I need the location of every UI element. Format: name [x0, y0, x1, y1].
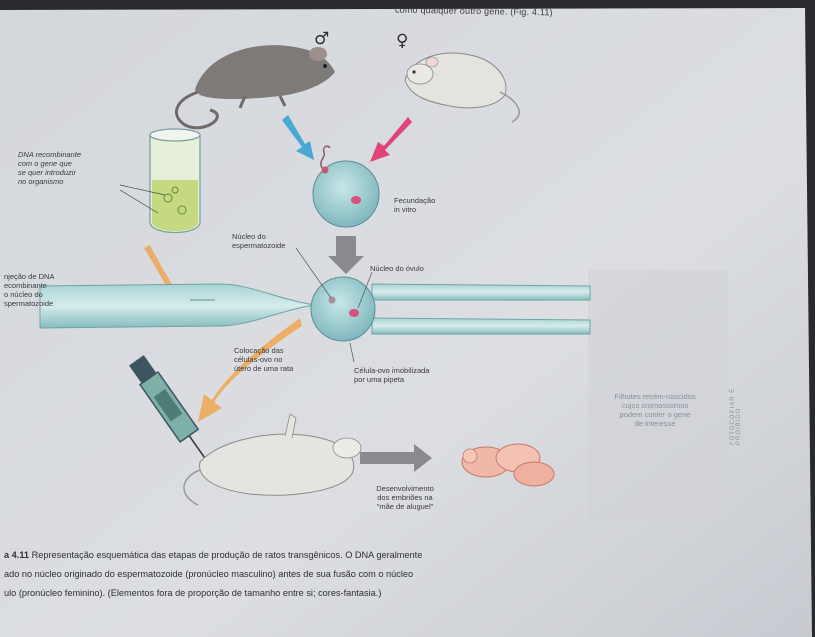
caption-line-2: ado no núcleo originado do espermatozoid…: [4, 565, 644, 584]
side-margin-text: FOTOCOPIAR É PROIBIDO: [730, 360, 742, 445]
label-desenvolvimento: Desenvolvimento dos embriões na "mãe de …: [365, 484, 445, 511]
figure-caption: a 4.11 Representação esquemática das eta…: [4, 546, 644, 603]
label-fecundacao: Fecundação in vitro: [394, 196, 435, 214]
egg-cell-held: [311, 277, 375, 341]
label-filhotes: Filhotes recém-nascidos cujos cromossomo…: [610, 392, 700, 428]
test-tube: [150, 129, 200, 233]
label-nucleo-ovulo: Núcleo do óvulo: [370, 264, 424, 273]
caption-line-3: ulo (pronúcleo feminino). (Elementos for…: [4, 584, 644, 603]
caption-line-1: Representação esquemática das etapas de …: [32, 550, 423, 560]
label-dna-tube: DNA recombinante com o gene que se quer …: [18, 150, 81, 186]
label-colocacao: Colocação das células-ovo no útero de um…: [234, 346, 293, 373]
female-symbol: ♀: [396, 31, 408, 51]
label-injecao: njeção de DNA ecombinante o núcleo do sp…: [4, 272, 54, 308]
label-nucleo-espermatozoide: Núcleo do espermatozoide: [232, 232, 285, 250]
caption-lead: a 4.11: [4, 550, 29, 560]
label-celula-ovo: Célula-ovo imobilizada por uma pipeta: [354, 366, 429, 384]
male-symbol: ♂: [314, 29, 329, 49]
